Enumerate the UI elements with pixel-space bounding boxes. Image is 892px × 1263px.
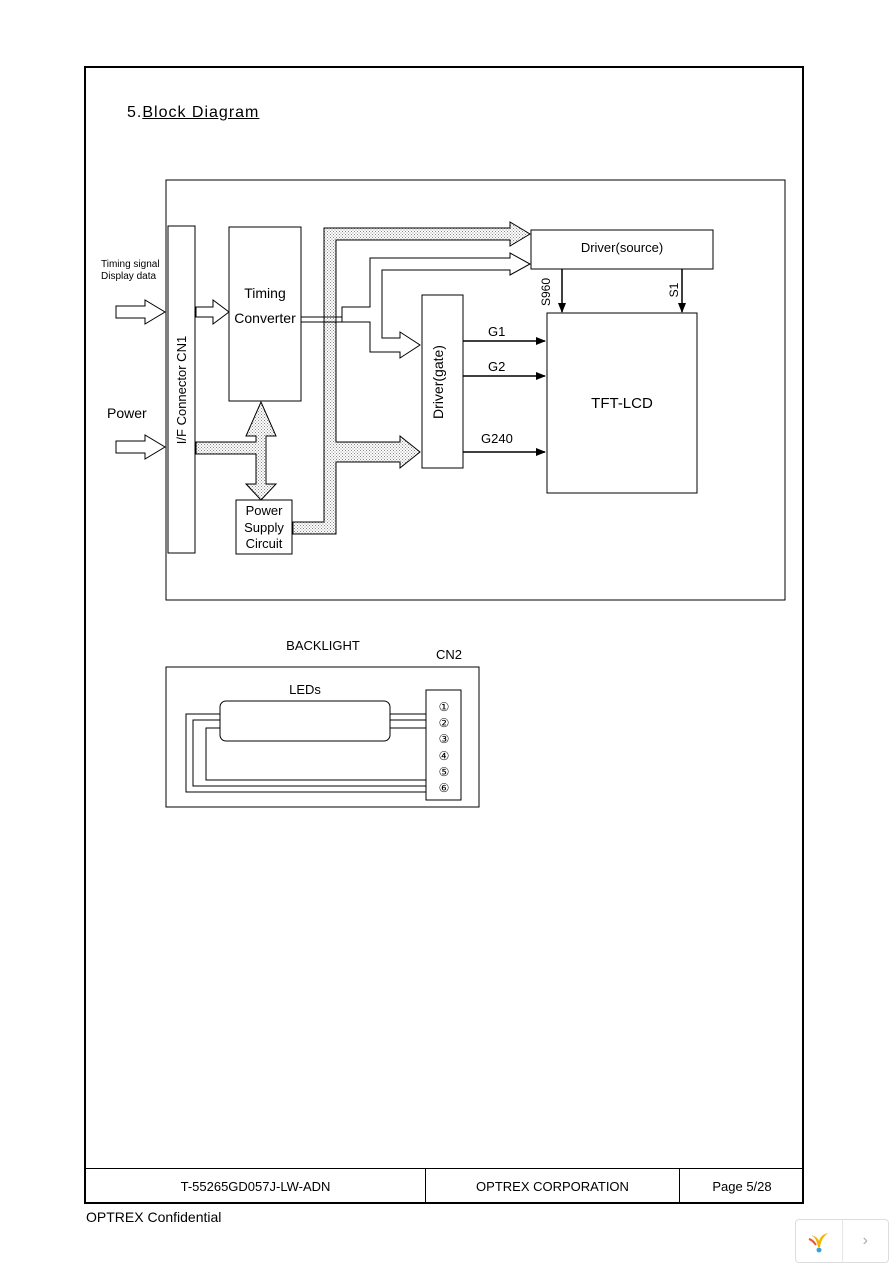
driver-source-block (530, 229, 714, 270)
cn2-label: CN2 (436, 647, 462, 662)
pin-2: ② (439, 716, 450, 730)
power-supply-block (235, 499, 293, 555)
confidential-note: OPTREX Confidential (86, 1209, 222, 1225)
page-number: Page 5/28 (712, 1179, 772, 1194)
driver-source-label: Driver(source) (581, 240, 663, 255)
pin-5: ⑤ (439, 765, 450, 779)
if-connector-block (167, 225, 196, 554)
section-heading: Block Diagram (142, 104, 260, 121)
timing-to-drivers-arrow (341, 252, 532, 359)
s1-label: S1 (667, 282, 681, 297)
led-bar (219, 700, 391, 742)
display-data-label: Display data (101, 271, 156, 282)
doc-number: T-55265GD057J-LW-ADN (86, 1169, 426, 1204)
viewer-logo-icon (796, 1220, 843, 1262)
s960-label: S960 (539, 278, 553, 306)
diagram-frame (165, 179, 786, 601)
pin-3: ③ (439, 732, 450, 746)
power-supply-label-2: Supply (244, 520, 284, 535)
timing-converter-block (228, 226, 302, 402)
leds-label: LEDs (289, 682, 321, 697)
power-input-arrow (115, 434, 166, 460)
power-supply-bus-arrow (292, 221, 531, 535)
driver-gate-block (421, 294, 464, 469)
tft-lcd-label: TFT-LCD (591, 395, 653, 412)
chevron-right-icon[interactable]: › (862, 1232, 868, 1249)
g240-label: G240 (481, 431, 513, 446)
wire-5 (192, 719, 426, 787)
cn2-connector (425, 689, 462, 801)
power-label: Power (107, 405, 147, 421)
power-bus-arrow (195, 400, 278, 501)
wire-6 (205, 727, 426, 781)
backlight-title: BACKLIGHT (286, 638, 360, 653)
data-input-arrow (115, 299, 166, 325)
page-frame (84, 66, 804, 1204)
timing-converter-label-2: Converter (234, 310, 296, 326)
if-connector-label: I/F Connector CN1 (174, 336, 189, 444)
power-supply-label-3: Circuit (246, 536, 283, 551)
wire-4 (185, 713, 426, 793)
page-nav-widget: › (795, 1219, 889, 1263)
section-title: 5.Block Diagram (127, 104, 259, 122)
tft-lcd-block (546, 312, 698, 494)
g1-label: G1 (488, 324, 505, 339)
section-number: 5. (127, 104, 143, 121)
timing-signal-label: Timing signal (101, 259, 160, 270)
connector-to-timing-arrow (195, 299, 230, 325)
power-supply-label-1: Power (246, 503, 284, 518)
driver-gate-label: Driver(gate) (430, 345, 446, 419)
footer-table: T-55265GD057J-LW-ADN OPTREX CORPORATION … (86, 1168, 804, 1204)
pin-4: ④ (439, 749, 450, 763)
company-name: OPTREX CORPORATION (426, 1169, 680, 1204)
pin-1: ① (439, 700, 450, 714)
g2-label: G2 (488, 359, 505, 374)
timing-converter-label-1: Timing (244, 285, 286, 301)
pin-6: ⑥ (439, 781, 450, 795)
